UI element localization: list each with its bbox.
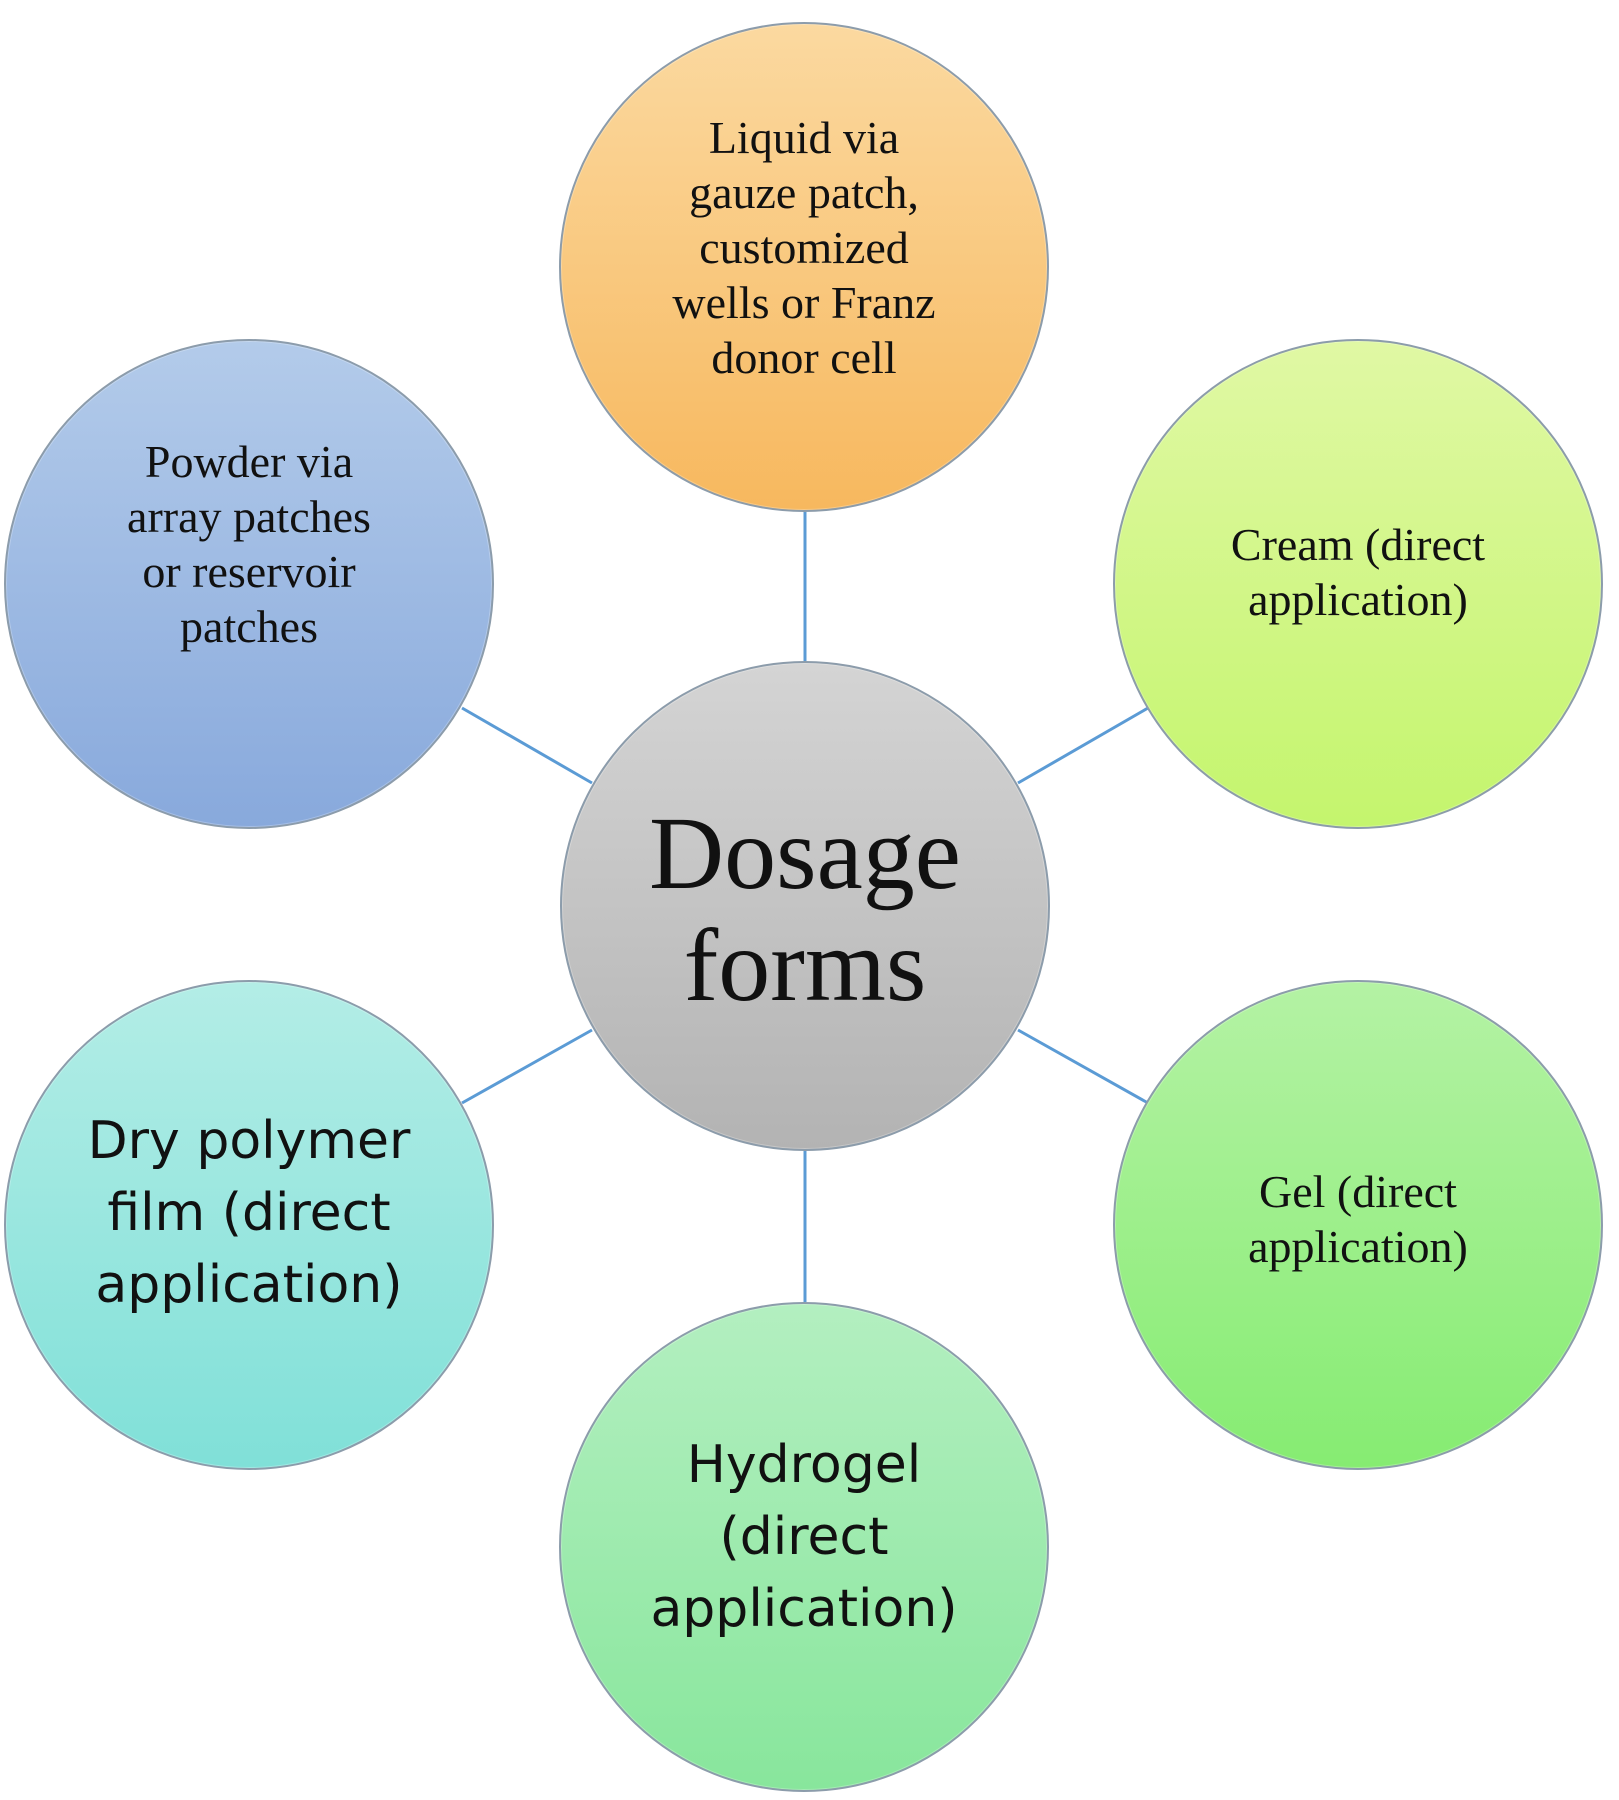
node-hydrogel-label: Hydrogel (direct application): [650, 1435, 958, 1639]
node-liquid-label: Liquid via gauze patch, customized wells…: [672, 111, 936, 383]
node-gel-label: Gel (direct application): [1248, 1166, 1468, 1272]
node-hydrogel: Hydrogel (direct application): [559, 1302, 1049, 1792]
node-powder-label: Powder via array patches or reservoir pa…: [127, 436, 371, 652]
connector-top-left: [461, 706, 593, 785]
node-dry-polymer-film: Dry polymer film (direct application): [4, 980, 494, 1470]
node-cream: Cream (direct application): [1113, 339, 1603, 829]
connector-bottom-left: [461, 1028, 593, 1105]
connector-bottom-right: [1017, 1028, 1149, 1105]
node-dry-polymer-film-label: Dry polymer film (direct application): [87, 1111, 411, 1315]
node-gel: Gel (direct application): [1113, 980, 1603, 1470]
center-label: Dosage forms: [649, 796, 961, 1023]
node-dosage-forms-center: Dosage forms: [560, 661, 1050, 1151]
node-powder: Powder via array patches or reservoir pa…: [4, 339, 494, 829]
node-cream-label: Cream (direct application): [1230, 519, 1486, 625]
connector-top-right: [1017, 706, 1149, 785]
node-liquid: Liquid via gauze patch, customized wells…: [559, 22, 1049, 512]
